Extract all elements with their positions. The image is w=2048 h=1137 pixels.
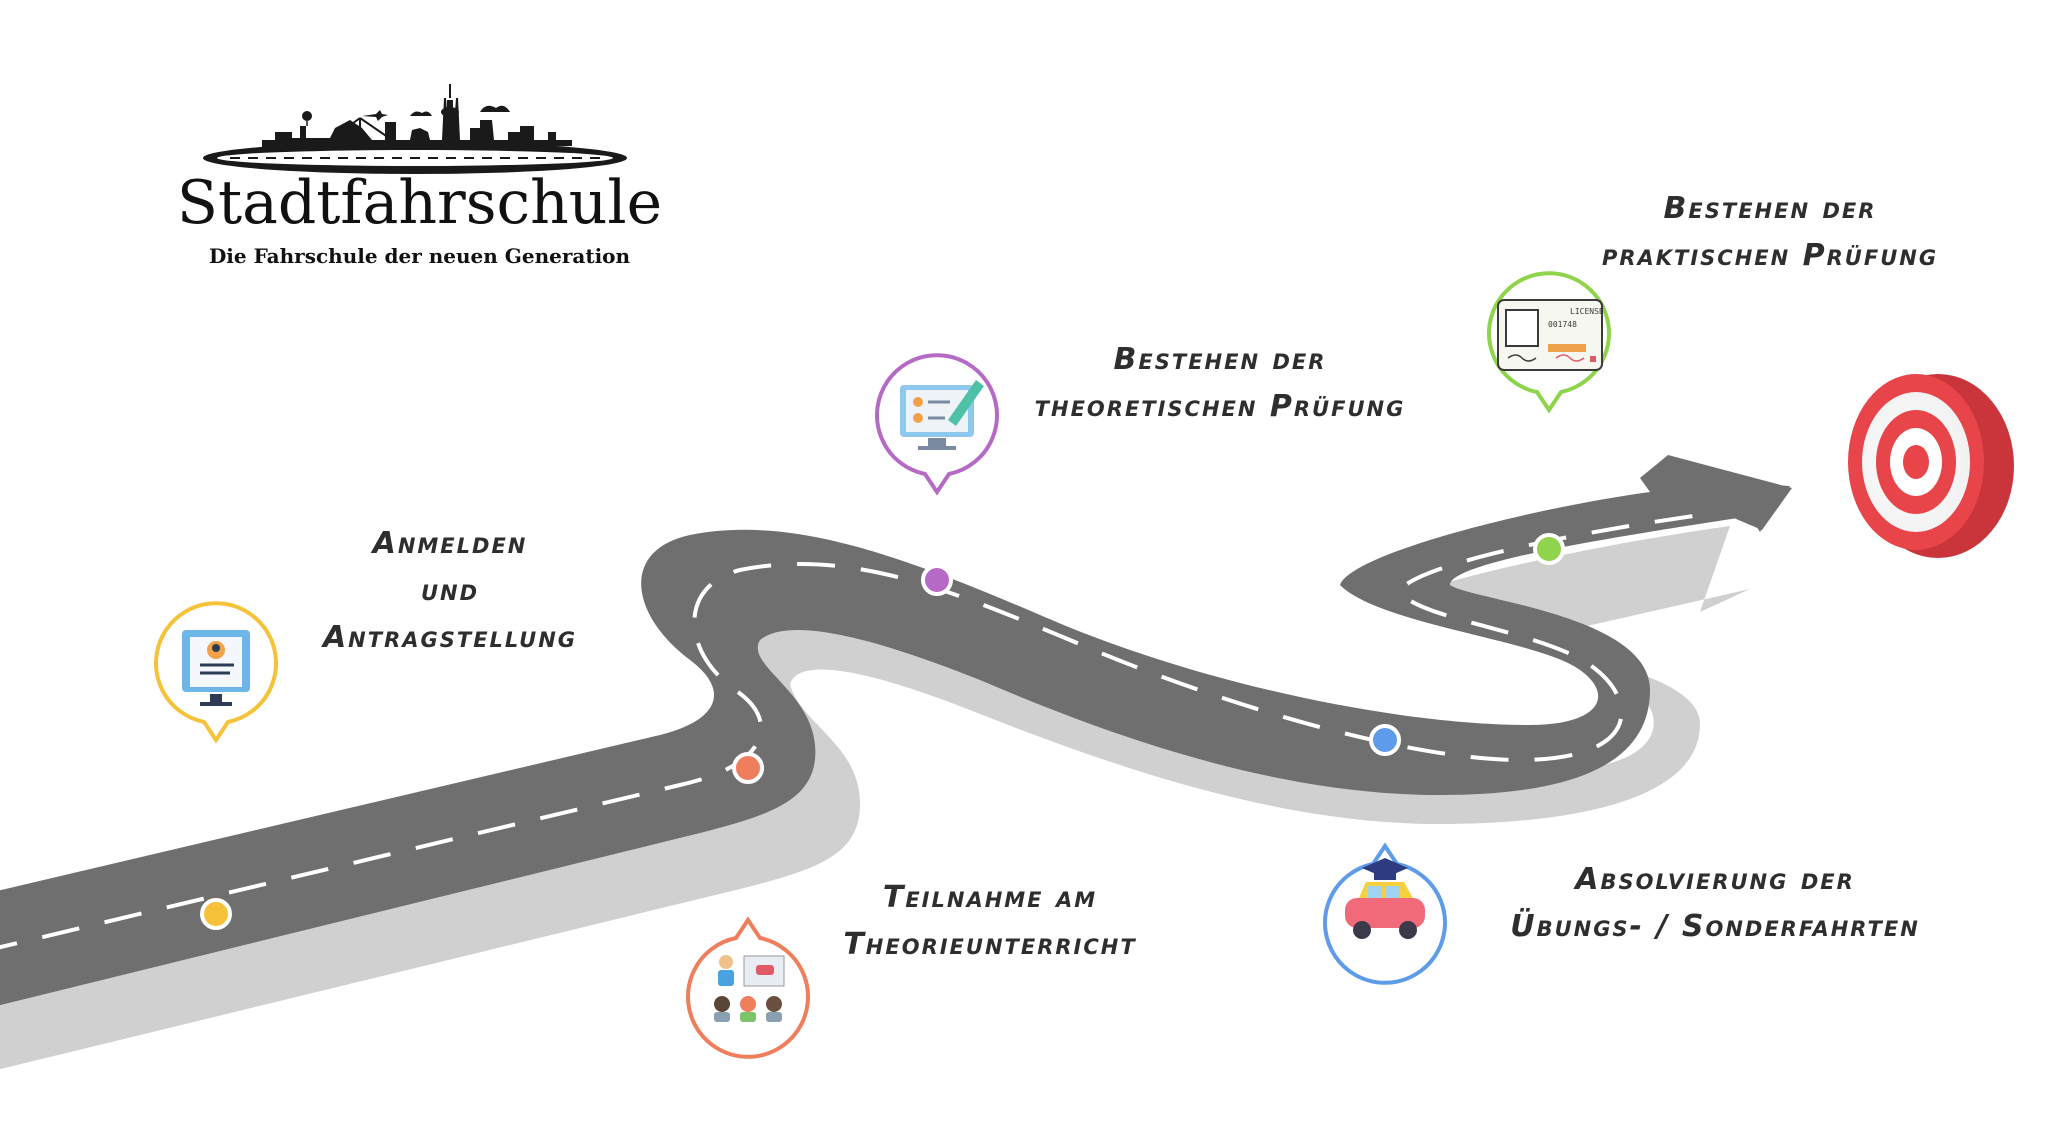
milestone-dot-4 bbox=[1369, 724, 1401, 756]
step-2-line-2: Theorieunterricht bbox=[843, 927, 1137, 962]
application-form-icon bbox=[182, 630, 250, 706]
license-card-number: 001748 bbox=[1548, 320, 1577, 329]
graduation-car-icon bbox=[1345, 858, 1425, 939]
milestone-dot-2 bbox=[732, 752, 764, 784]
drivers-license-icon: LICENSE 001748 bbox=[1497, 299, 1604, 371]
logo-skyline bbox=[262, 98, 572, 150]
step-5-line-1: Bestehen der bbox=[1663, 191, 1877, 226]
brand-tagline: Die Fahrschule der neuen Generation bbox=[208, 244, 631, 268]
step-2-pin bbox=[686, 916, 810, 1059]
milestone-dots bbox=[200, 533, 1565, 930]
step-4-pin bbox=[1323, 842, 1447, 985]
logo bbox=[203, 84, 627, 174]
step-1-line-2: und bbox=[420, 573, 480, 608]
step-1-label: Anmelden und Antragstellung bbox=[300, 520, 600, 661]
online-test-icon bbox=[900, 380, 984, 450]
step-4-line-1: Absolvierung der bbox=[1575, 862, 1855, 897]
step-2-label: Teilnahme am Theorieunterricht bbox=[820, 874, 1160, 968]
target-icon bbox=[1848, 374, 2014, 558]
milestone-dot-1 bbox=[200, 898, 232, 930]
road-shadow bbox=[0, 526, 1750, 1070]
road-center-line bbox=[0, 513, 1701, 950]
step-3-line-2: theoretischen Prüfung bbox=[1034, 389, 1406, 424]
brand-name: Stadtfahrschule bbox=[176, 168, 663, 238]
road-surface bbox=[0, 478, 1790, 1006]
step-5-label: Bestehen der praktischen Prüfung bbox=[1570, 185, 1970, 279]
step-1-line-1: Anmelden bbox=[372, 526, 528, 561]
step-2-line-1: Teilnahme am bbox=[882, 880, 1098, 915]
step-5-line-2: praktischen Prüfung bbox=[1601, 238, 1939, 273]
milestone-dot-5 bbox=[1533, 533, 1565, 565]
step-3-pin bbox=[875, 353, 999, 496]
step-1-line-3: Antragstellung bbox=[322, 620, 578, 655]
step-1-pin bbox=[154, 601, 278, 744]
milestone-dot-3 bbox=[921, 564, 953, 596]
step-3-line-1: Bestehen der bbox=[1113, 342, 1327, 377]
step-5-pin: LICENSE 001748 bbox=[1487, 271, 1611, 414]
classroom-icon bbox=[714, 955, 785, 1022]
road-arrow-head bbox=[1640, 455, 1792, 530]
road bbox=[0, 455, 1792, 1070]
step-3-label: Bestehen der theoretischen Prüfung bbox=[1010, 336, 1430, 430]
license-card-title: LICENSE bbox=[1570, 307, 1604, 316]
step-4-line-2: Übungs- / Sonderfahrten bbox=[1510, 909, 1920, 944]
step-4-label: Absolvierung der Übungs- / Sonderfahrten bbox=[1490, 856, 1940, 950]
